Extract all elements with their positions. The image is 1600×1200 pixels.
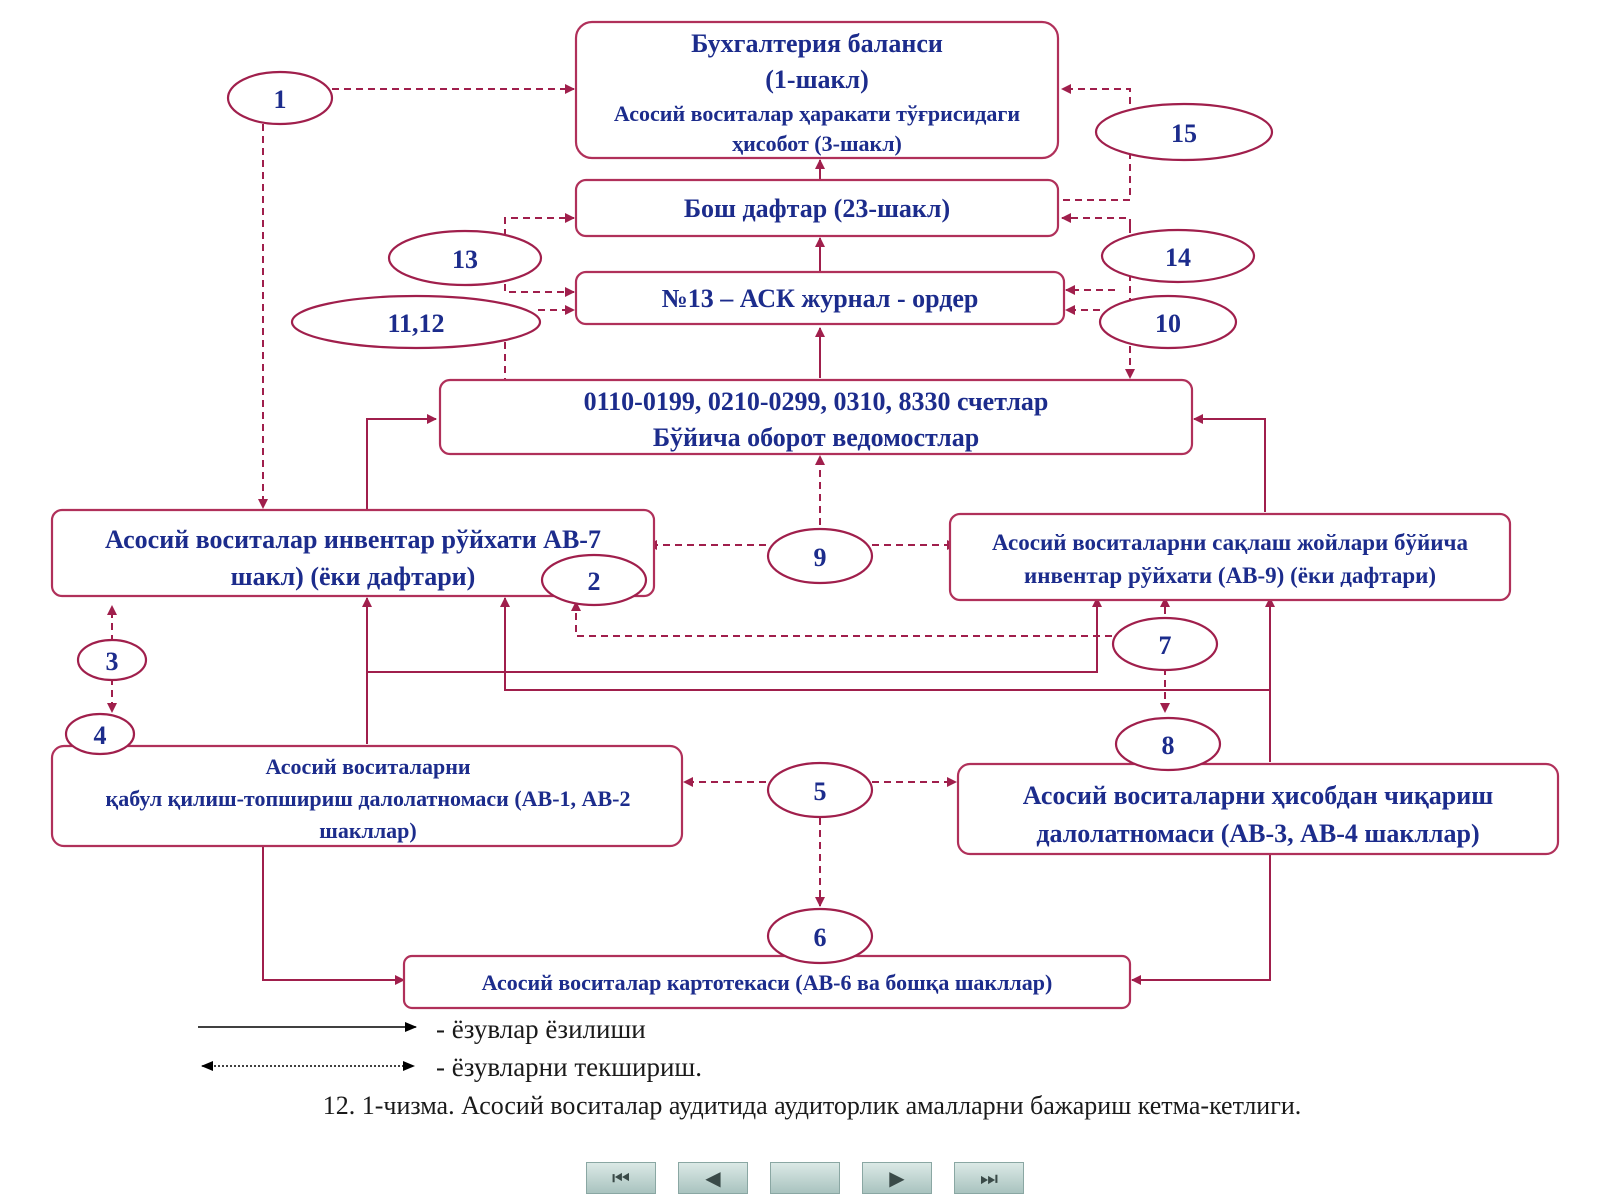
arrow-13-to-ledger: [504, 213, 575, 236]
box-balance-line-4: ҳисобот (3-шакл): [732, 131, 902, 156]
oval-11-12: 11,12: [290, 294, 542, 350]
oval-1: 1: [226, 70, 334, 126]
box-inventory-ab7-line-2: шакл) (ёки дафтари): [231, 562, 476, 591]
oval-5-label: 5: [814, 777, 827, 806]
oval-6: 6: [766, 907, 874, 965]
box-acceptance-line-3: шакллар): [319, 818, 417, 843]
figure-caption: 12. 1-чизма. Асосий воситалар аудитида а…: [323, 1091, 1302, 1120]
last-slide-button[interactable]: ⏭: [954, 1162, 1024, 1194]
oval-15-label: 15: [1171, 119, 1197, 148]
box-turnover-line-1: 0110-0199, 0210-0299, 0310, 8330 счетлар: [584, 387, 1049, 416]
legend-solid-label: - ёзувлар ёзилиши: [436, 1014, 646, 1044]
box-balance-line-1: Бухгалтерия баланси: [691, 29, 943, 58]
oval-1-label: 1: [274, 85, 287, 114]
box-balance: Бухгалтерия баланси (1-шакл) Асосий воси…: [574, 20, 1060, 160]
previous-slide-button[interactable]: ◀: [678, 1162, 748, 1194]
oval-14: 14: [1100, 228, 1256, 284]
oval-6-label: 6: [814, 923, 827, 952]
next-slide-button[interactable]: ▶: [862, 1162, 932, 1194]
arrow-7-to-ab7: [571, 601, 1112, 637]
oval-3-label: 3: [106, 647, 119, 676]
box-ledger-line-1: Бош дафтар (23-шакл): [684, 194, 950, 223]
oval-2: 2: [540, 553, 648, 607]
legend-dotted-label: - ёзувларни текшириш.: [436, 1052, 702, 1082]
arrow-13-to-journal: [504, 284, 575, 297]
box-balance-line-2: (1-шакл): [765, 65, 869, 94]
box-inventory-ab9-line-2: инвентар рўйхати (АВ-9) (ёки дафтари): [1024, 563, 1436, 588]
audit-flow-diagram: Бухгалтерия баланси (1-шакл) Асосий воси…: [50, 20, 1560, 1120]
box-journal-line-1: №13 – АСК журнал - ордер: [662, 284, 979, 313]
box-ledger: Бош дафтар (23-шакл): [574, 178, 1060, 238]
oval-14-label: 14: [1165, 243, 1191, 272]
oval-8: 8: [1114, 716, 1222, 772]
oval-13: 13: [387, 229, 543, 287]
box-turnover: 0110-0199, 0210-0299, 0310, 8330 счетлар…: [438, 378, 1194, 456]
box-journal: №13 – АСК журнал - ордер: [574, 270, 1066, 326]
oval-9-label: 9: [814, 543, 827, 572]
line-15-ledger: [1062, 152, 1131, 201]
skip-back-icon: ⏮: [612, 1166, 630, 1190]
oval-15: 15: [1094, 102, 1274, 162]
box-acceptance-line-1: Асосий воситаларни: [265, 754, 470, 779]
arrow-acceptance-to-cards: [262, 846, 405, 985]
oval-11-12-label: 11,12: [387, 309, 444, 338]
box-turnover-line-2: Бўйича оборот ведомостлар: [653, 423, 979, 452]
oval-10-label: 10: [1155, 309, 1181, 338]
arrow-ab7-to-turnover: [366, 414, 437, 510]
box-cards: Асосий воситалар картотекаси (АВ-6 ва бо…: [402, 954, 1132, 1010]
oval-7: 7: [1111, 616, 1219, 672]
arrow-ab9-to-turnover: [1193, 414, 1266, 512]
box-acceptance: Асосий воситаларни қабул қилиш-топшириш …: [50, 744, 684, 848]
first-slide-button[interactable]: ⏮: [586, 1162, 656, 1194]
arrow-writeoff-to-cards: [1131, 854, 1271, 985]
oval-3: 3: [76, 638, 148, 682]
oval-4-label: 4: [94, 721, 107, 750]
box-inventory-ab9-line-1: Асосий воситаларни сақлаш жойлари бўйича: [992, 530, 1469, 555]
arrow-14-to-ledger: [1061, 213, 1131, 226]
box-inventory-ab9: Асосий воситаларни сақлаш жойлари бўйича…: [948, 512, 1512, 602]
connectors: [107, 84, 1275, 985]
skip-forward-icon: ⏭: [980, 1166, 998, 1190]
box-acceptance-line-2: қабул қилиш-топшириш далолатномаси (АВ-1…: [106, 786, 631, 811]
play-right-icon: ▶: [889, 1166, 905, 1190]
box-balance-line-3: Асосий воситалар ҳаракати тўғрисидаги: [614, 101, 1020, 126]
legend: - ёзувлар ёзилиши - ёзувларни текшириш.: [198, 1014, 702, 1082]
home-slide-button[interactable]: [770, 1162, 840, 1194]
box-writeoff-line-1: Асосий воситаларни ҳисобдан чиқариш: [1023, 781, 1493, 810]
arrow-15-to-balance: [1061, 84, 1131, 104]
box-inventory-ab7: Асосий воситалар инвентар рўйхати АВ-7 ш…: [50, 508, 656, 598]
slide-navigation: ⏮ ◀ ▶ ⏭: [586, 1162, 1024, 1196]
oval-5: 5: [766, 761, 874, 819]
oval-2-label: 2: [588, 567, 601, 596]
box-cards-line-1: Асосий воситалар картотекаси (АВ-6 ва бо…: [482, 970, 1053, 995]
oval-9: 9: [766, 527, 874, 585]
box-inventory-ab7-line-1: Асосий воситалар инвентар рўйхати АВ-7: [105, 525, 601, 554]
box-writeoff: Асосий воситаларни ҳисобдан чиқариш дало…: [956, 762, 1560, 856]
arrow-acceptance-to-ab9: [367, 597, 1102, 673]
arrow-writeoff-to-ab7: [500, 597, 1270, 691]
box-writeoff-line-2: далолатномаси (АВ-3, АВ-4 шакллар): [1036, 819, 1479, 848]
oval-7-label: 7: [1159, 631, 1172, 660]
oval-4: 4: [64, 712, 136, 756]
oval-8-label: 8: [1162, 731, 1175, 760]
play-left-icon: ◀: [705, 1166, 721, 1190]
oval-10: 10: [1098, 294, 1238, 350]
oval-13-label: 13: [452, 245, 478, 274]
